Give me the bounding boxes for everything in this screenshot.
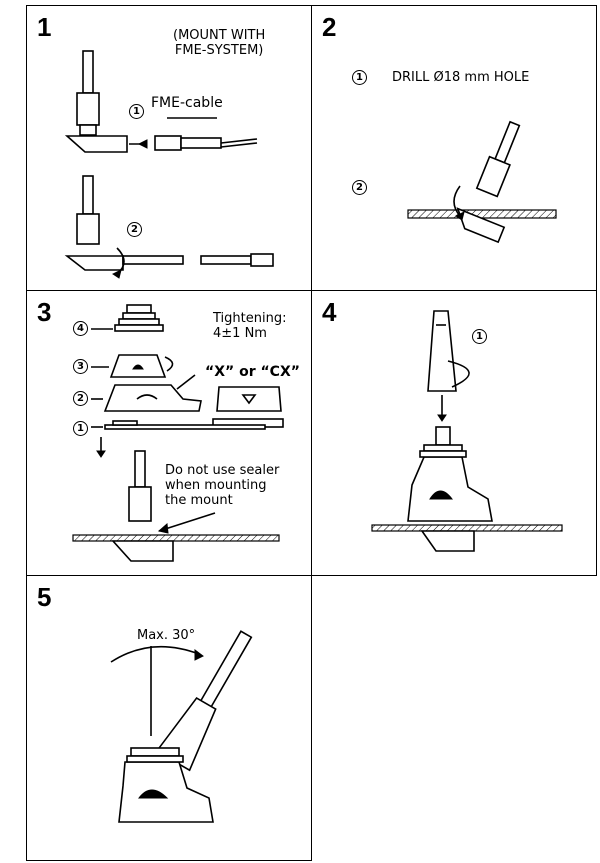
panel-5: 5 Max. 30° — [26, 575, 312, 861]
step-2-marker: 2 — [73, 391, 88, 406]
panel-2: 2 1 DRILL Ø18 mm HOLE 2 — [311, 5, 597, 291]
fme-mount-illustration — [64, 50, 274, 279]
panel-number: 4 — [322, 297, 337, 327]
drill-mount-illustration — [407, 120, 557, 244]
step-4-marker: 4 — [73, 321, 88, 336]
step-1-marker: 1 — [472, 329, 487, 344]
panel-number: 5 — [37, 582, 52, 612]
step-2-marker: 2 — [352, 180, 367, 195]
step-1-marker: 1 — [73, 421, 88, 436]
x-or-cx-label: “X” or “CX” — [205, 364, 300, 380]
step-1-marker: 1 — [352, 70, 367, 85]
panel-number: 3 — [37, 297, 52, 327]
fme-cable-label: FME-cable — [151, 95, 223, 111]
assembly-illustration — [72, 304, 284, 562]
panel-1: 1 (MOUNT WITH FME-SYSTEM) 1 FME-cable 2 — [26, 5, 312, 291]
panel-number: 2 — [322, 12, 337, 42]
step-1-marker: 1 — [129, 104, 144, 119]
max-angle-label: Max. 30° — [137, 628, 196, 643]
panel-number: 1 — [37, 12, 52, 42]
panel-4: 4 1 — [311, 290, 597, 576]
step-3-marker: 3 — [73, 359, 88, 374]
mount-note: (MOUNT WITH FME-SYSTEM) — [173, 28, 266, 58]
drill-instruction: DRILL Ø18 mm HOLE — [392, 70, 530, 85]
panel-3: 3 Tightening: 4±1 Nm “X” or “CX” Do not … — [26, 290, 312, 576]
step-2-marker: 2 — [127, 222, 142, 237]
sealer-warning: Do not use sealer when mounting the moun… — [165, 463, 280, 508]
tightening-note: Tightening: 4±1 Nm — [213, 311, 287, 341]
antenna-attach-illustration — [371, 310, 563, 552]
max-angle-illustration — [110, 630, 253, 823]
